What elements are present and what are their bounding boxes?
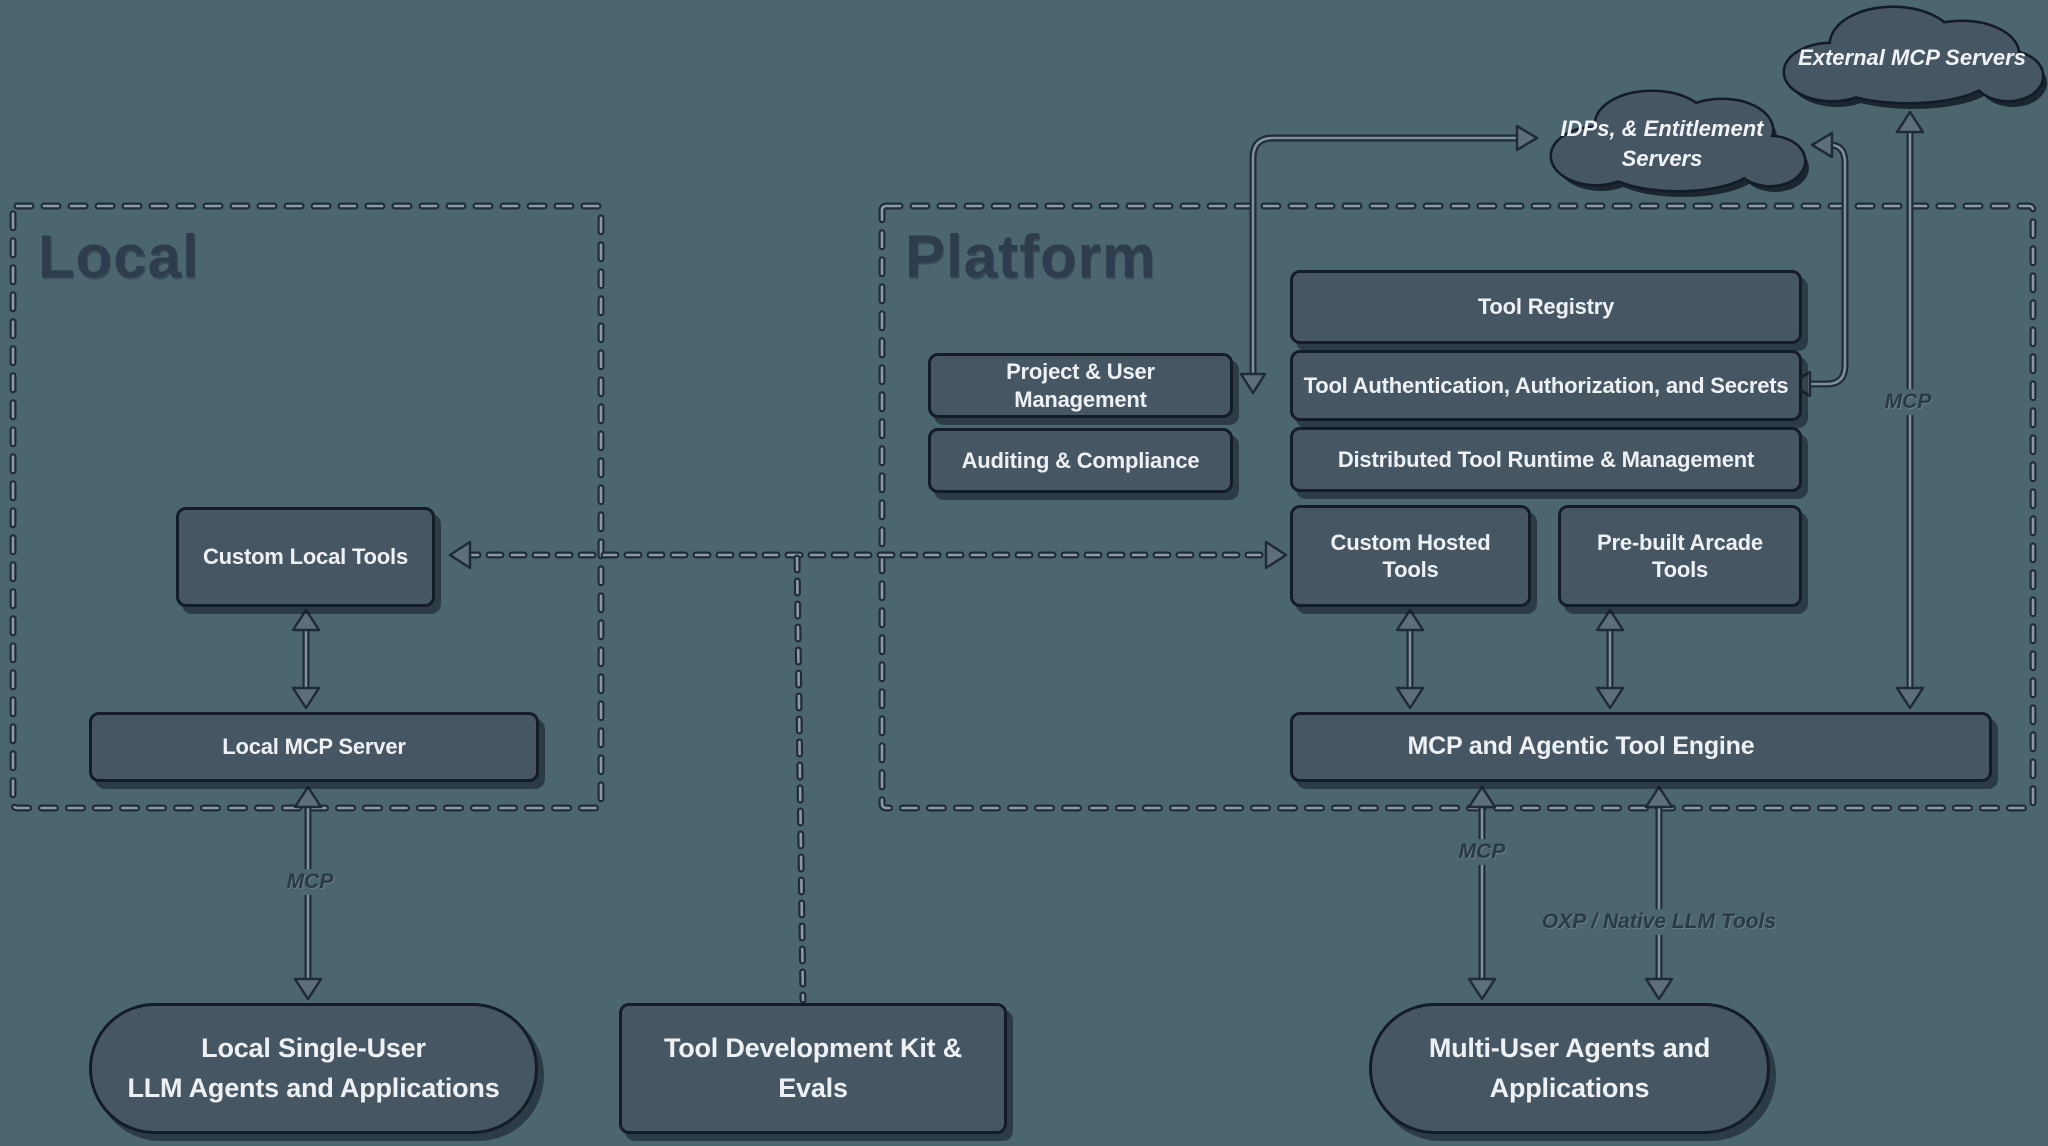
- node-project-user-management[interactable]: Project & User Management: [928, 353, 1233, 418]
- local-zone-title: Local: [38, 223, 200, 290]
- external-mcp-cloud-label: External MCP Servers: [1798, 45, 2026, 70]
- node-project-user-management-label: Project & User Management: [1006, 359, 1155, 412]
- external-mcp-cloud-shape[interactable]: [1782, 5, 2047, 109]
- arrow-engine-to-multi-mcp: [1467, 785, 1497, 1001]
- node-auditing-compliance[interactable]: Auditing & Compliance: [928, 428, 1233, 493]
- dashed-tools-connector: [448, 540, 1288, 1004]
- node-custom-local-tools-label: Custom Local Tools: [202, 544, 408, 570]
- node-auditing-compliance-label: Auditing & Compliance: [961, 447, 1200, 473]
- edge-label-platform-mcp: MCP: [1451, 839, 1513, 865]
- node-local-mcp-server[interactable]: Local MCP Server: [89, 712, 539, 782]
- node-multi-user-agents[interactable]: Multi-User Agents and Applications: [1369, 1003, 1770, 1134]
- idps-cloud-label-line1: IDPs, & Entitlement: [1560, 116, 1764, 141]
- node-local-single-user-agents-label: Local Single-User LLM Agents and Applica…: [117, 1029, 509, 1107]
- node-prebuilt-arcade-tools-label: Pre-built Arcade Tools: [1597, 529, 1763, 583]
- arrow-customlocal-to-localmcp: [291, 608, 321, 710]
- arrow-project-to-idps: [1239, 124, 1539, 395]
- node-tool-authentication-label: Tool Authentication, Authorization, and …: [1303, 372, 1789, 398]
- idps-cloud-label: IDPs, & Entitlement Servers: [1561, 114, 1764, 174]
- arrow-prebuilt-to-engine: [1595, 608, 1625, 710]
- node-multi-user-agents-label: Multi-User Agents and Applications: [1419, 1029, 1720, 1107]
- node-tool-registry-label: Tool Registry: [1477, 294, 1615, 320]
- local-agents-line1: Local Single-User: [201, 1033, 426, 1064]
- local-agents-line2: LLM Agents and Applications: [127, 1072, 500, 1103]
- local-zone-frame: [9, 202, 605, 812]
- edge-label-external-mcp: MCP: [1877, 389, 1939, 415]
- node-prebuilt-arcade-tools[interactable]: Pre-built Arcade Tools: [1558, 505, 1802, 607]
- arrow-engine-to-multi-oxp: [1644, 785, 1674, 1001]
- node-mcp-agentic-tool-engine[interactable]: MCP and Agentic Tool Engine: [1290, 712, 1992, 782]
- node-custom-hosted-tools[interactable]: Custom Hosted Tools: [1290, 505, 1531, 607]
- edge-label-local-mcp: MCP: [279, 869, 341, 895]
- node-local-mcp-server-label: Local MCP Server: [222, 734, 406, 760]
- node-distributed-runtime[interactable]: Distributed Tool Runtime & Management: [1290, 427, 1802, 492]
- arrow-hosted-to-engine: [1395, 608, 1425, 710]
- node-tool-development-kit-label: Tool Development Kit & Evals: [663, 1033, 963, 1103]
- idps-cloud-shape[interactable]: [1549, 89, 1809, 197]
- node-custom-local-tools[interactable]: Custom Local Tools: [176, 507, 435, 607]
- multi-agents-line2: Applications: [1489, 1072, 1650, 1103]
- idps-cloud-label-line2: Servers: [1621, 146, 1703, 171]
- platform-zone-frame: [878, 202, 2037, 812]
- multi-agents-line1: Multi-User Agents and: [1428, 1033, 1711, 1064]
- node-mcp-agentic-tool-engine-label: MCP and Agentic Tool Engine: [1407, 732, 1755, 761]
- node-local-single-user-agents[interactable]: Local Single-User LLM Agents and Applica…: [89, 1003, 538, 1134]
- node-tool-development-kit[interactable]: Tool Development Kit & Evals: [619, 1003, 1007, 1134]
- node-distributed-runtime-label: Distributed Tool Runtime & Management: [1337, 446, 1755, 472]
- node-custom-hosted-tools-label: Custom Hosted Tools: [1330, 529, 1491, 583]
- node-tool-registry[interactable]: Tool Registry: [1290, 270, 1802, 344]
- edge-label-oxp: OXP / Native LLM Tools: [1534, 909, 1784, 935]
- node-tool-authentication[interactable]: Tool Authentication, Authorization, and …: [1290, 350, 1802, 421]
- platform-zone-title: Platform: [905, 223, 1157, 290]
